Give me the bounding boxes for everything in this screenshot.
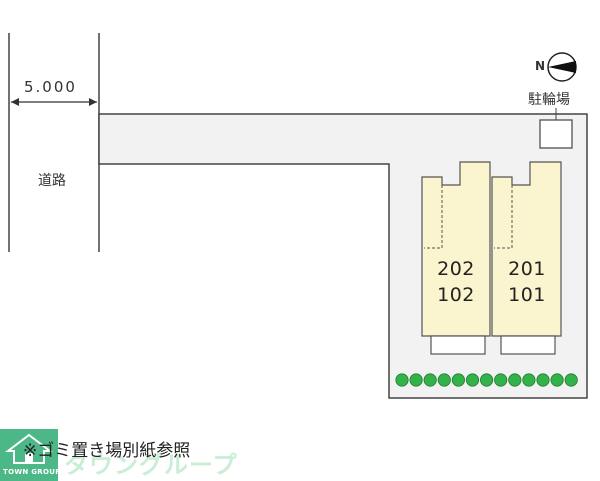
shrub-row — [395, 373, 578, 387]
shrub-icon — [522, 373, 536, 387]
shrub-icon — [395, 373, 409, 387]
bicycle-parking — [539, 119, 573, 149]
road-width-label: 5.000 — [24, 78, 77, 96]
shrub-icon — [479, 373, 494, 387]
bicycle-parking-label: 駐輪場 — [528, 92, 570, 108]
unit-101: 101 — [508, 284, 546, 306]
shrub-icon — [550, 373, 564, 387]
shrub-icon — [437, 373, 451, 387]
unit-201: 201 — [508, 258, 546, 280]
shrub-icon — [494, 373, 508, 387]
brand-logo — [0, 429, 58, 481]
road-label: 道路 — [38, 173, 66, 189]
road-width-dimension — [11, 98, 97, 106]
shrub-icon — [409, 373, 423, 387]
unit-label-left: 202 102 — [426, 256, 486, 308]
unit-202: 202 — [437, 258, 475, 280]
shrub-icon — [536, 373, 550, 387]
shrub-icon — [564, 373, 578, 387]
balcony-left — [430, 335, 486, 355]
unit-label-right: 201 101 — [497, 256, 557, 308]
unit-102: 102 — [437, 284, 475, 306]
stair-right-dashed — [494, 185, 513, 249]
shrub-icon — [423, 373, 437, 387]
shrub-icon — [451, 373, 465, 387]
garbage-note: ※ゴミ置き場別紙参照 — [23, 441, 191, 461]
brand-name-watermark: タウングループ — [64, 451, 238, 479]
building-left — [421, 161, 491, 337]
stair-left-dashed — [424, 185, 443, 249]
shrub-icon — [508, 373, 522, 387]
building-right — [491, 161, 562, 337]
shrub-icon — [465, 373, 480, 387]
balcony-right — [500, 335, 556, 355]
compass-icon — [547, 52, 577, 82]
brand-sub: TOWN GROUP — [3, 468, 61, 476]
house-logo-icon — [5, 433, 53, 464]
compass-north-label: N — [535, 59, 546, 73]
